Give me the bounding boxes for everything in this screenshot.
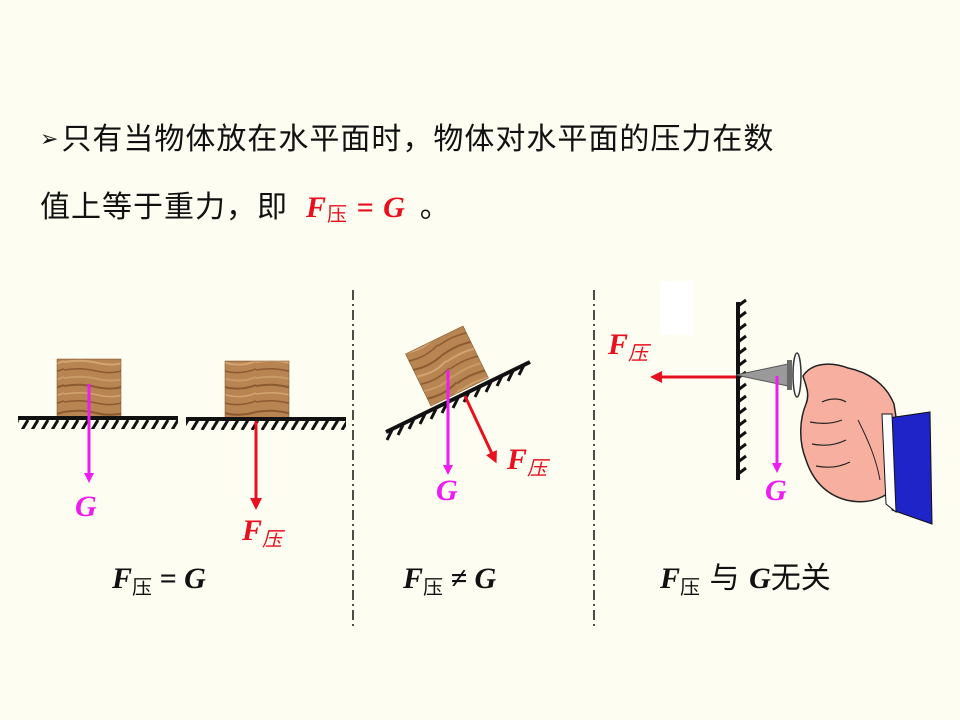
caption-1: F压 = G [111,562,206,599]
wood-block-2 [224,360,290,420]
statement-formula: F压 = G [306,191,406,226]
incline-surface [385,360,531,434]
scene-2-pressure: F压 [186,360,346,551]
pressure-label-4: F压 [607,328,652,365]
statement-text-1: 只有当物体放在水平面时，物体对水平面的压力在数 [61,122,775,157]
incline-hatching [385,364,526,441]
caption-3: F压 与 G无关 [659,561,831,599]
pressure-arrow-3 [463,395,497,464]
pushpin-icon [735,352,802,398]
caption-2: F压 ≠ G [402,562,496,599]
statement-period: 。 [419,190,451,225]
floor-hatching-2 [186,420,346,430]
floor-hatching-1 [18,419,178,429]
blank-rectangle [660,281,693,335]
scene-3-incline: G F压 [385,325,551,507]
bullet-arrow-icon: ➢ [40,127,60,152]
statement-line-1: ➢只有当物体放在水平面时，物体对水平面的压力在数 [40,114,774,158]
pressure-label-3: F压 [506,443,551,480]
scene-4-wall: G F压 [607,281,933,525]
gravity-label-3: G [436,474,458,507]
gravity-label-4: G [765,474,787,507]
wall-hatching [737,298,747,476]
statement-text-2: 值上等于重力，即 [40,190,288,225]
pressure-label-2: F压 [241,514,286,551]
statement-line-2: 值上等于重力，即 F压 = G 。 [40,182,451,227]
hand-thumb-icon [800,363,933,525]
scene-1-gravity: G [18,358,178,523]
gravity-label-1: G [75,490,97,523]
wood-block-3 [405,325,489,407]
